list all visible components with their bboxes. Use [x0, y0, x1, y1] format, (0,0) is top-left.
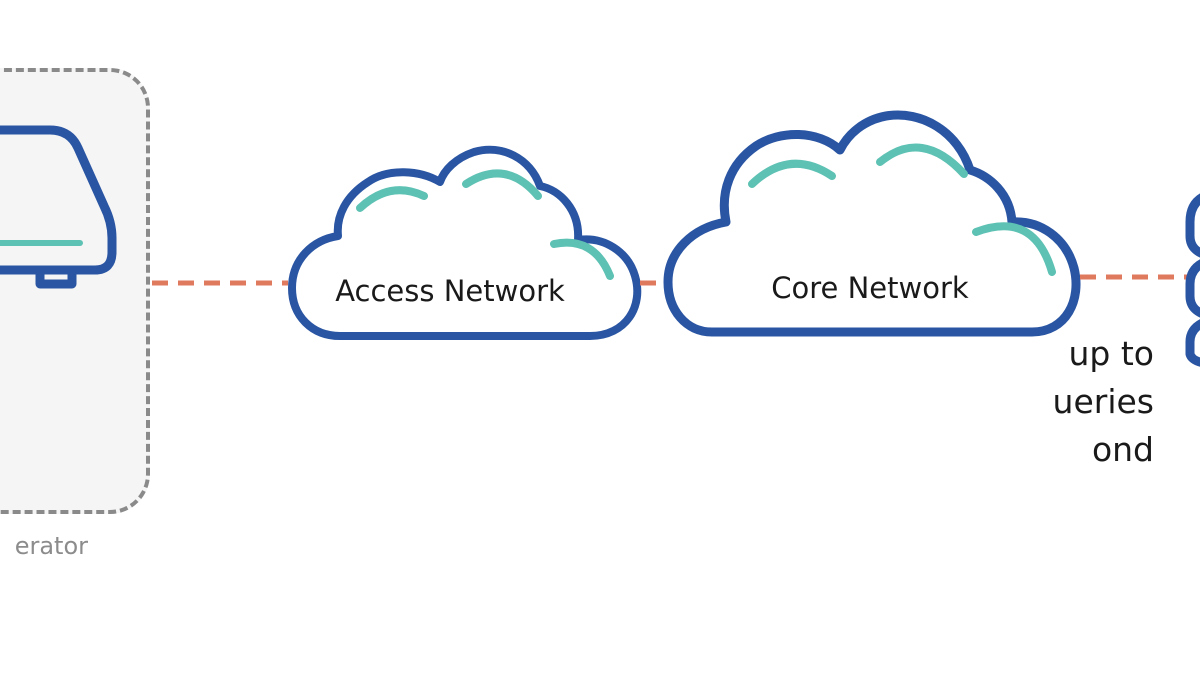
generator-line-2: ueries	[1052, 382, 1154, 421]
generator-line-3: ond	[1091, 430, 1154, 469]
core-network-label: Core Network	[771, 271, 969, 305]
server-icon	[0, 125, 117, 289]
generator-line-1: up to	[1068, 334, 1154, 373]
access-network-label: Access Network	[335, 274, 565, 308]
generator-description: up to ueries ond	[914, 330, 1154, 474]
generator-caption: erator	[14, 532, 88, 560]
server-stack-icon	[1185, 193, 1200, 367]
core-network-cloud: Core Network	[663, 110, 1081, 337]
access-network-cloud: Access Network	[288, 145, 642, 340]
